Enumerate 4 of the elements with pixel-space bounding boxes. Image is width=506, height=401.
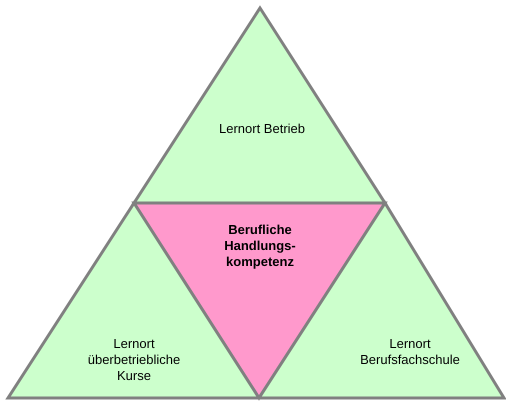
location-label: Lernort überbetriebliche Kurse (86, 336, 182, 384)
location-label: Lernort Betrieb (218, 121, 306, 137)
center-heading: Berufliche Handlungs-kompetenz (223, 222, 297, 270)
location-label: Lernort Berufsfachschule (359, 336, 461, 368)
